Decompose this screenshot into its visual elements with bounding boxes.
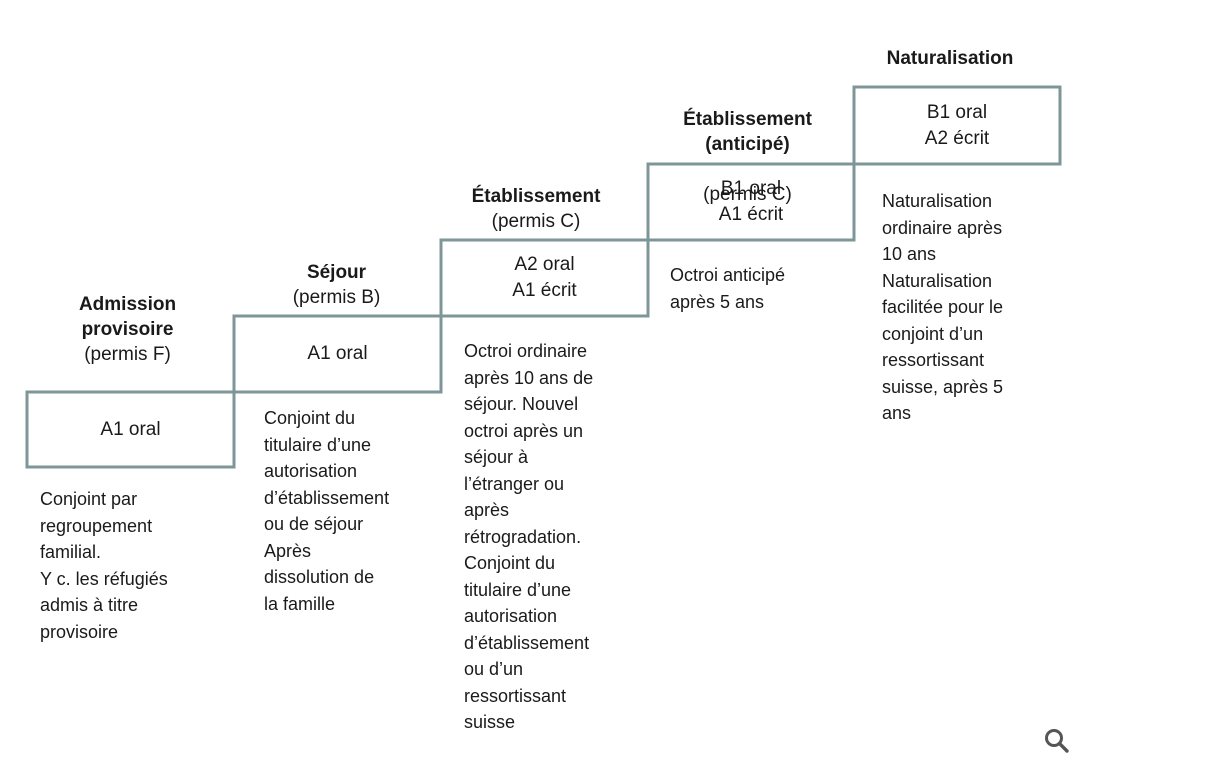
step-description-etablissement: Octroi ordinaire après 10 ans de séjour.… <box>464 341 594 732</box>
step-title-sejour: Séjour (permis B) <box>244 260 429 310</box>
oral-level: A1 oral <box>307 343 368 364</box>
oral-level: B1 oral <box>926 102 988 123</box>
written-level: A2 écrit <box>924 128 990 149</box>
step-description-naturalisation: Naturalisation ordinaire après 10 ans Na… <box>882 191 1004 423</box>
step-level-admission-provisoire: A1 oral <box>27 417 234 443</box>
staircase-top-edge <box>25 85 1062 469</box>
step-name: Établissement (anticipé) <box>683 109 812 155</box>
search-icon[interactable] <box>1043 727 1071 755</box>
step-permit: (permis C) <box>491 211 581 232</box>
step-name: Naturalisation <box>886 48 1014 69</box>
step-title-naturalisation: Naturalisation <box>854 46 1046 71</box>
step-permit: (permis F) <box>84 344 171 365</box>
written-level: A1 écrit <box>718 204 784 225</box>
step-name: Séjour <box>306 262 367 283</box>
step-name: Établissement <box>471 186 601 207</box>
step-level-etablissement: A2 oral A1 écrit <box>441 252 648 304</box>
oral-level: A1 oral <box>100 419 161 440</box>
step-title-etablissement-anticipe: Établissement (anticipé) (permis C) <box>650 82 845 232</box>
step-title-admission-provisoire: Admission provisoire (permis F) <box>40 292 215 367</box>
step-description-admission-provisoire: Conjoint par regroupement familial. Y c.… <box>40 489 168 642</box>
step-level-sejour: A1 oral <box>234 341 441 367</box>
oral-level: B1 oral <box>720 178 782 199</box>
step-title-etablissement: Établissement (permis C) <box>441 184 631 234</box>
step-level-etablissement-anticipe: B1 oral A1 écrit <box>648 176 854 228</box>
step-level-naturalisation: B1 oral A2 écrit <box>854 100 1060 152</box>
step-permit: (permis B) <box>292 287 381 308</box>
written-level: A1 écrit <box>512 280 577 301</box>
step-description-sejour: Conjoint du titulaire d’une autorisation… <box>264 408 390 614</box>
step-permit: (permis C) <box>703 184 792 205</box>
step-description-etablissement-anticipe: Octroi anticipé après 5 ans <box>670 265 786 312</box>
step-name: Admission provisoire <box>78 294 177 340</box>
oral-level: A2 oral <box>514 254 575 275</box>
